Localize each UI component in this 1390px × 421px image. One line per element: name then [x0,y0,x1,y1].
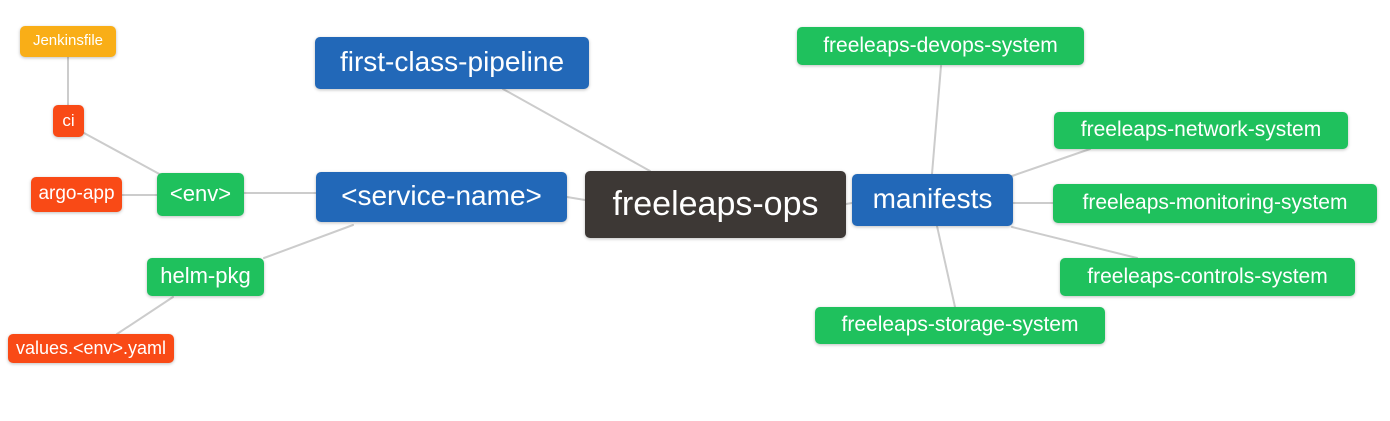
mindmap-node-service-name[interactable]: <service-name> [316,172,567,222]
mindmap-node-values-env-yaml[interactable]: values.<env>.yaml [8,334,174,363]
mindmap-node-argo-app[interactable]: argo-app [31,177,122,212]
mindmap-node-controls-system[interactable]: freeleaps-controls-system [1060,258,1355,296]
node-label: helm-pkg [160,263,251,288]
edge-first-class-pipeline-freeleaps-ops [502,88,651,172]
node-label: Jenkinsfile [32,32,104,49]
mindmap-node-freeleaps-ops[interactable]: freeleaps-ops [585,171,846,238]
node-label: manifests [872,183,993,214]
edge-manifests-storage-system [936,225,956,308]
mindmap-node-first-class-pipeline[interactable]: first-class-pipeline [315,37,589,89]
mindmap-node-ci[interactable]: ci [53,105,84,137]
edge-manifests-network-system [1011,148,1091,177]
node-label: freeleaps-monitoring-system [1082,191,1348,214]
edge-ci-env [83,132,164,177]
mindmap-node-manifests[interactable]: manifests [852,174,1013,226]
edge-service-name-freeleaps-ops [566,196,586,201]
node-label: argo-app [38,183,115,204]
node-label: freeleaps-storage-system [841,313,1079,336]
mindmap-node-jenkinsfile[interactable]: Jenkinsfile [20,26,116,57]
edge-manifests-devops-system [931,65,942,175]
edge-helm-pkg-values-env-yaml [116,296,174,335]
edge-manifests-controls-system [1011,226,1138,259]
node-label: first-class-pipeline [339,46,565,77]
node-label: freeleaps-ops [612,184,819,223]
node-label: <service-name> [341,180,542,211]
node-label: ci [62,110,75,130]
node-label: <env> [169,180,232,206]
node-label: freeleaps-devops-system [823,33,1058,57]
mindmap-node-env[interactable]: <env> [157,173,244,216]
node-label: values.<env>.yaml [15,337,167,358]
mindmap-node-monitoring-system[interactable]: freeleaps-monitoring-system [1053,184,1377,223]
mindmap-node-helm-pkg[interactable]: helm-pkg [147,258,264,296]
edge-helm-pkg-service-name [263,224,354,259]
mindmap-node-devops-system[interactable]: freeleaps-devops-system [797,27,1084,65]
mindmap-node-network-system[interactable]: freeleaps-network-system [1054,112,1348,149]
node-label: freeleaps-network-system [1080,118,1322,141]
node-label: freeleaps-controls-system [1087,264,1328,288]
mindmap-node-storage-system[interactable]: freeleaps-storage-system [815,307,1105,344]
